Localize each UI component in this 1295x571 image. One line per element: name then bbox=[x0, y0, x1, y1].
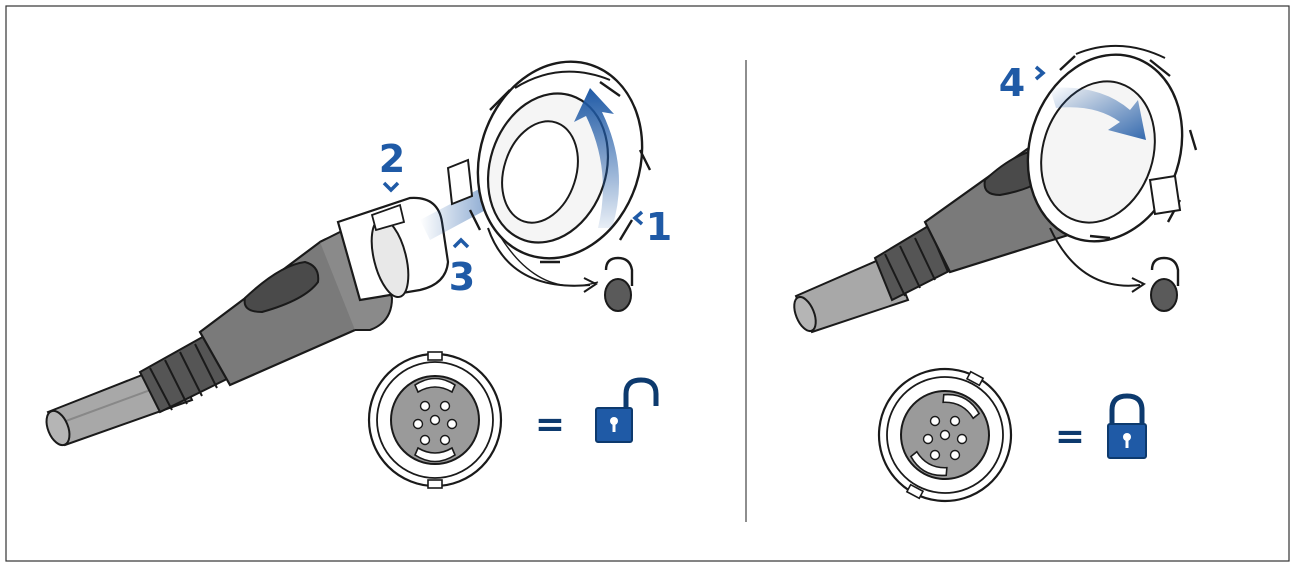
padlock-closed-icon bbox=[1107, 393, 1147, 459]
step-4-chevron-icon bbox=[1034, 65, 1046, 81]
dust-cap-left bbox=[487, 227, 634, 312]
step-3-chevron-icon bbox=[452, 237, 470, 249]
step-2-label: 2 bbox=[379, 137, 405, 181]
rotate-arrow-left bbox=[574, 88, 620, 228]
step-4-label: 4 bbox=[999, 61, 1025, 105]
right-panel: 4 = bbox=[793, 45, 1198, 503]
cable-right bbox=[793, 220, 957, 334]
frame-border bbox=[5, 5, 1290, 562]
cable-left bbox=[45, 328, 237, 447]
equals-sign-right: = bbox=[1055, 416, 1085, 457]
socket-face-unlocked bbox=[367, 351, 503, 489]
dust-cap-right bbox=[1049, 227, 1180, 312]
socket-collar-left bbox=[446, 60, 652, 264]
socket-pins-locked bbox=[922, 415, 968, 461]
left-panel: 2 3 1 = bbox=[45, 60, 672, 489]
step-2-chevron-icon bbox=[382, 181, 400, 193]
padlock-open-icon bbox=[595, 377, 659, 443]
step-1-chevron-icon bbox=[632, 210, 644, 226]
rotate-arrow-right bbox=[1050, 87, 1146, 140]
plug-nose-left bbox=[336, 196, 450, 302]
equals-sign-left: = bbox=[535, 404, 565, 445]
step-3-label: 3 bbox=[449, 255, 475, 299]
step-1-label: 1 bbox=[646, 205, 672, 249]
socket-face-locked bbox=[877, 367, 1013, 503]
